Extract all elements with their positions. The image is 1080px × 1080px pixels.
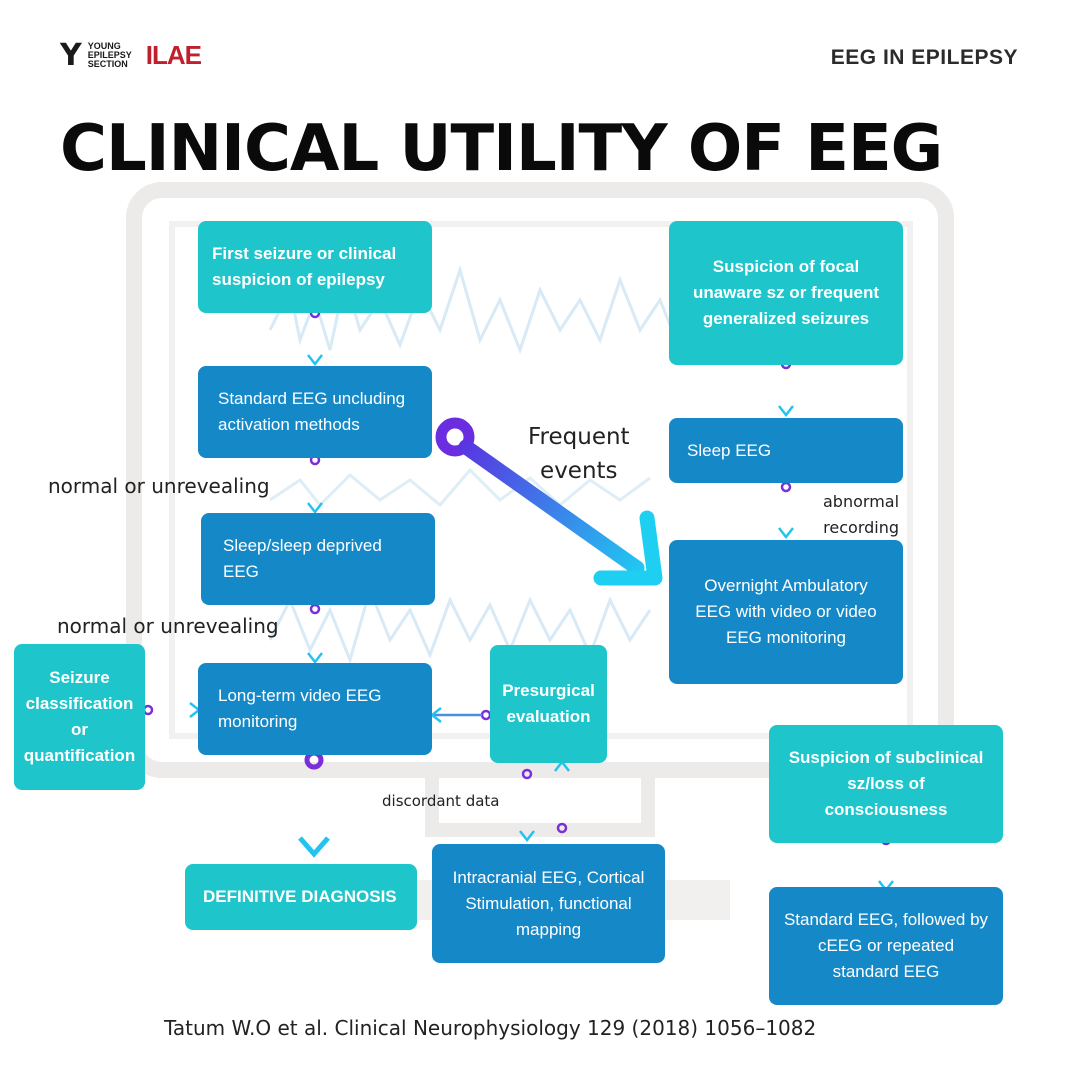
label-normal-unrevealing-2: normal or unrevealing xyxy=(57,614,279,638)
arrow-sleep-eeg-to-overnight xyxy=(778,481,794,540)
ilae-logo: Y YOUNG EPILEPSY SECTION ILAE xyxy=(60,37,202,73)
logo-org: ILAE xyxy=(145,40,202,70)
logo-line-3: SECTION xyxy=(87,59,128,69)
node-sleep-eeg-text: Sleep EEG xyxy=(687,440,772,460)
logo-mark: Y xyxy=(60,37,82,73)
node-sleep-deprived-eeg: Sleep/sleep deprived EEG xyxy=(201,513,435,605)
node-subclinical-suspicion-text: Suspicion of subclinical sz/loss of cons… xyxy=(788,748,984,819)
node-sleep-eeg: Sleep EEG xyxy=(669,418,903,483)
arrow-intracranial-to-presurgical xyxy=(554,759,570,834)
logo-line-1: YOUNG xyxy=(87,41,121,51)
node-definitive-diagnosis-text: DEFINITIVE DIAGNOSIS xyxy=(203,887,397,906)
node-overnight-ambulatory-text: Overnight Ambulatory EEG with video or v… xyxy=(695,576,877,647)
node-intracranial-eeg-text: Intracranial EEG, Cortical Stimulation, … xyxy=(452,867,645,939)
topic-label: EEG IN EPILEPSY xyxy=(830,46,1018,69)
node-suspicion-focal: Suspicion of focal unaware sz or frequen… xyxy=(669,221,903,365)
arrow-subclinical-to-standard-ceeg xyxy=(878,834,894,893)
node-standard-eeg-text: Standard EEG uncluding activation method… xyxy=(218,389,406,434)
arrow-standard-to-sleep xyxy=(307,454,323,515)
node-sleep-deprived-eeg-text: Sleep/sleep deprived EEG xyxy=(223,536,382,581)
node-standard-ceeg-text: Standard EEG, followed by cEEG or repeat… xyxy=(783,910,989,981)
node-long-term-video-eeg: Long-term video EEG monitoring xyxy=(198,663,432,755)
node-intracranial-eeg: Intracranial EEG, Cortical Stimulation, … xyxy=(432,844,665,963)
node-presurgical-evaluation-text: Presurgical evaluation xyxy=(502,681,595,726)
arrow-presurgical-to-intracranial xyxy=(519,768,535,843)
node-seizure-classification: Seizure classification or quantification xyxy=(14,644,145,790)
label-frequent-line-2: events xyxy=(540,458,618,484)
label-abnormal-line-2: recording xyxy=(823,518,900,537)
label-discordant-data: discordant data xyxy=(382,792,500,810)
arrow-longterm-to-diagnosis xyxy=(298,750,330,858)
node-standard-ceeg: Standard EEG, followed by cEEG or repeat… xyxy=(769,887,1003,1005)
node-seizure-classification-text: Seizure classification or quantification xyxy=(23,668,136,765)
node-overnight-ambulatory: Overnight Ambulatory EEG with video or v… xyxy=(669,540,903,684)
label-frequent-events: Frequent events xyxy=(528,420,630,488)
node-standard-eeg: Standard EEG uncluding activation method… xyxy=(198,366,432,458)
page-title: CLINICAL UTILITY OF EEG xyxy=(60,112,943,186)
arrow-first-to-standard xyxy=(307,307,323,367)
node-long-term-video-eeg-text: Long-term video EEG monitoring xyxy=(218,686,382,731)
label-abnormal-line-1: abnormal xyxy=(823,492,900,511)
node-first-seizure-text: First seizure or clinical suspicion of e… xyxy=(212,244,397,289)
arrow-sleep-to-longterm xyxy=(307,603,323,665)
eeg-wave-top xyxy=(268,264,702,355)
arrow-suspicion-to-sleep-eeg xyxy=(778,358,794,418)
label-normal-unrevealing-1: normal or unrevealing xyxy=(48,474,270,498)
label-abnormal-recording: abnormal recording xyxy=(823,489,899,541)
eeg-wave-middle xyxy=(269,467,651,508)
node-subclinical-suspicion: Suspicion of subclinical sz/loss of cons… xyxy=(769,725,1003,843)
citation: Tatum W.O et al. Clinical Neurophysiolog… xyxy=(164,1016,817,1040)
arrow-presurgical-to-longterm xyxy=(429,707,492,723)
logo-line-2: EPILEPSY xyxy=(87,50,132,60)
node-first-seizure: First seizure or clinical suspicion of e… xyxy=(198,221,432,313)
logo-text: YOUNG EPILEPSY SECTION xyxy=(88,42,140,69)
node-presurgical-evaluation: Presurgical evaluation xyxy=(490,645,607,763)
arrow-seizure-class-to-longterm xyxy=(142,702,202,718)
arrow-frequent-events xyxy=(435,417,663,586)
node-definitive-diagnosis: DEFINITIVE DIAGNOSIS xyxy=(185,864,417,930)
label-frequent-line-1: Frequent xyxy=(528,424,630,450)
node-suspicion-focal-text: Suspicion of focal unaware sz or frequen… xyxy=(692,257,880,328)
